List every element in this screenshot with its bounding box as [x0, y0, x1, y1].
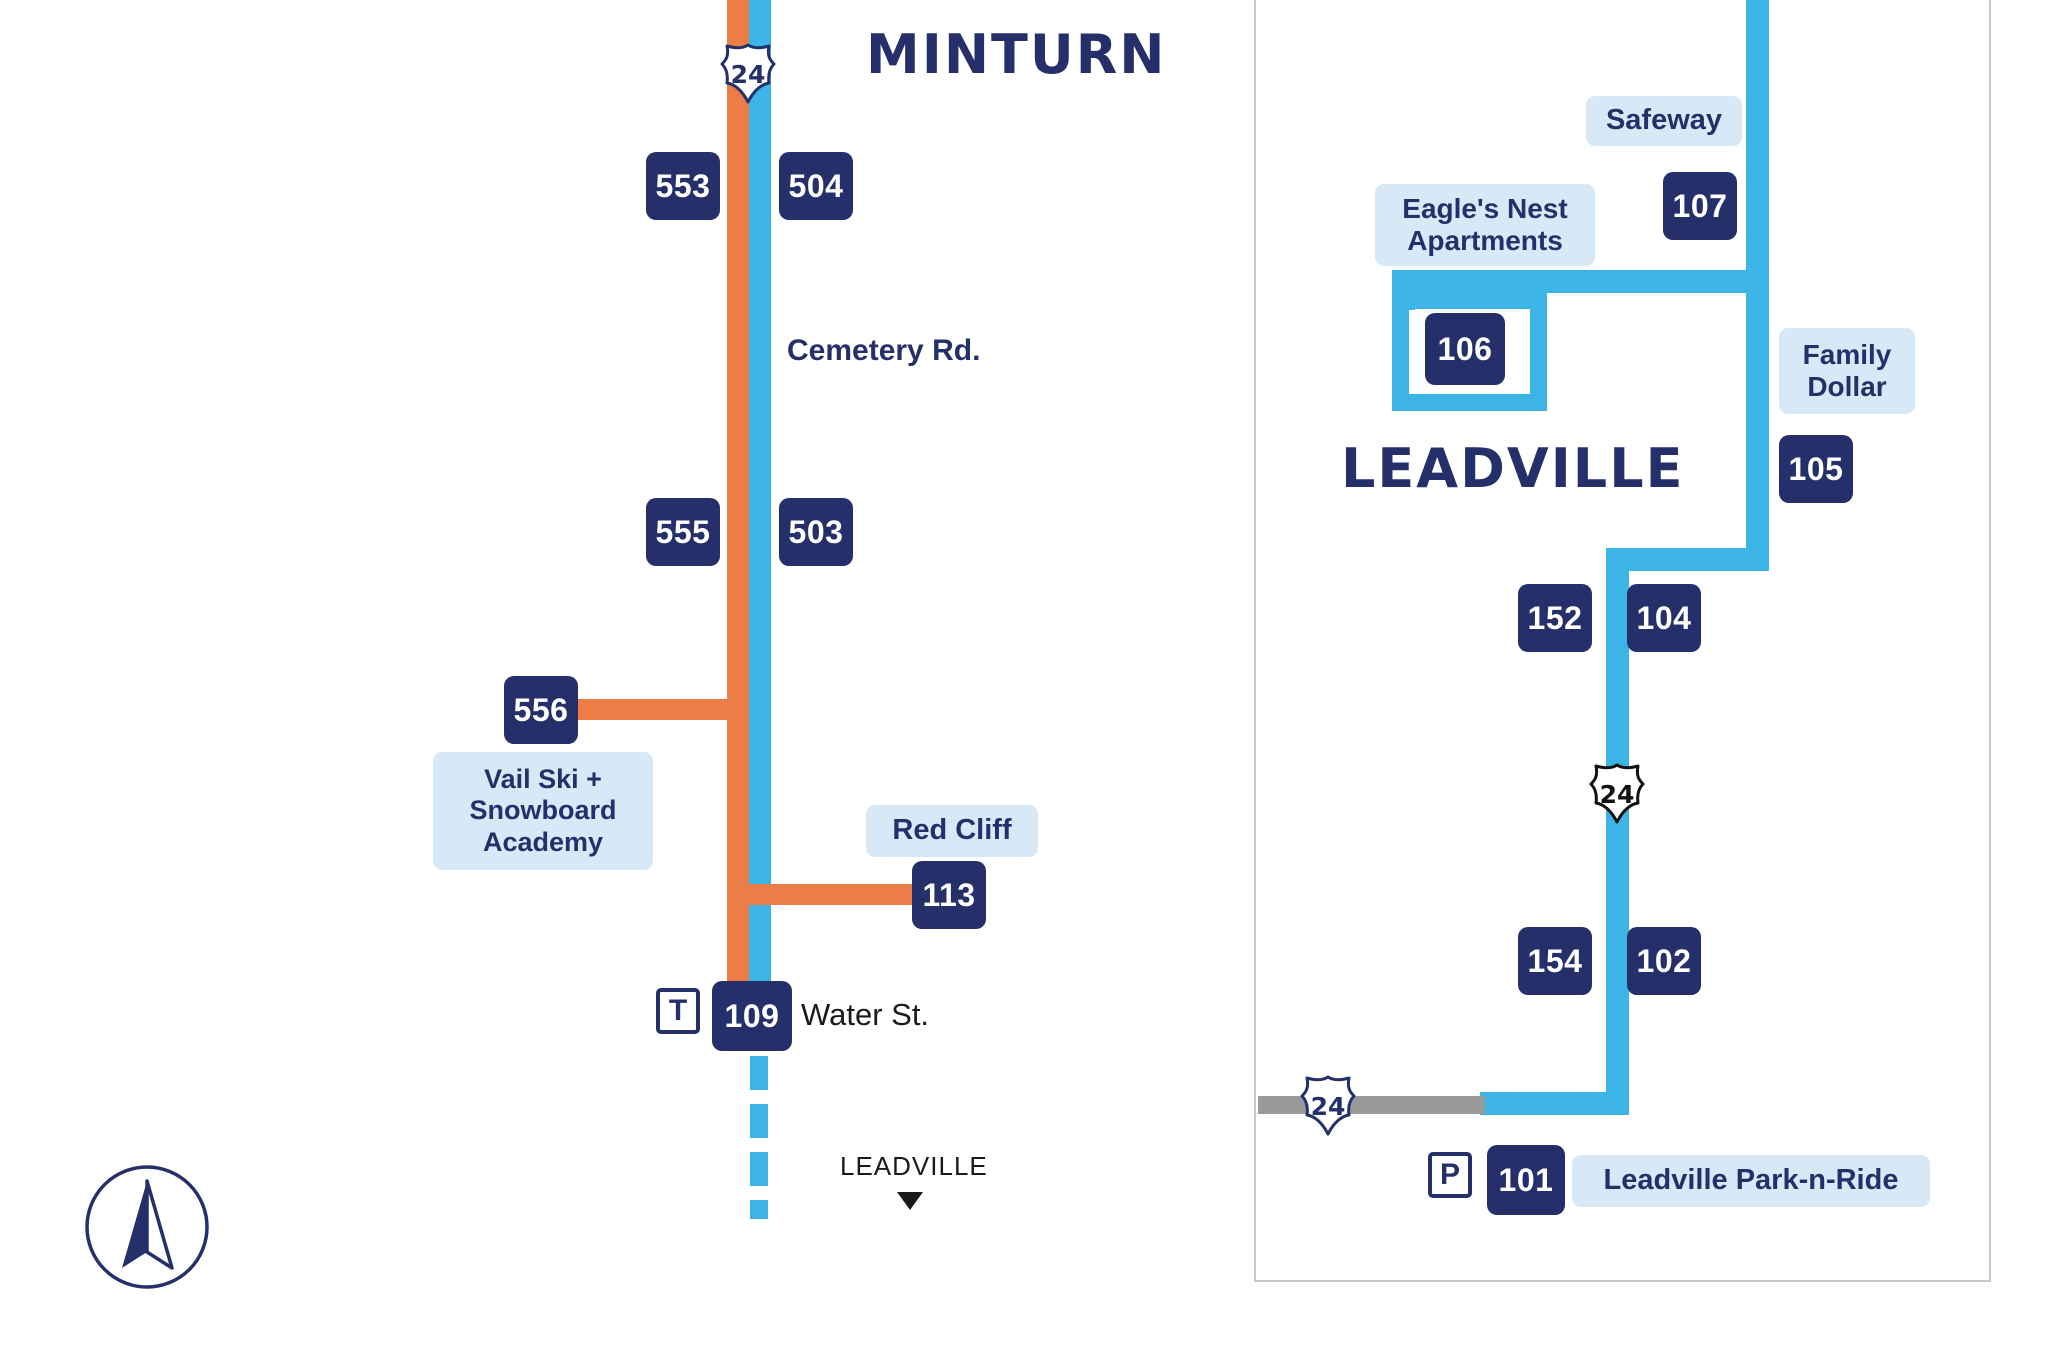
place-label-line: Apartments	[1407, 225, 1563, 256]
compass-north-icon	[84, 1164, 210, 1290]
route-line-blue-leadville-bottom	[1480, 1092, 1629, 1115]
place-label-line: Snowboard	[469, 795, 617, 826]
place-label-red-cliff: Red Cliff	[866, 805, 1038, 857]
page-title-minturn: MINTURN	[866, 23, 1167, 86]
stop-badge-504[interactable]: 504	[779, 152, 853, 220]
route-dash-segment	[750, 1200, 768, 1219]
direction-label-leadville: LEADVILLE	[840, 1151, 988, 1181]
route-branch-orange-556	[540, 699, 740, 720]
stop-badge-104[interactable]: 104	[1627, 584, 1701, 652]
highway-shield-24-leadville-bottom: 24	[1300, 1075, 1356, 1137]
stop-badge-553[interactable]: 553	[646, 152, 720, 220]
road-line-us24-gray	[1258, 1096, 1485, 1114]
route-line-blue-leadville-right	[1746, 270, 1769, 560]
place-label-line: Dollar	[1807, 371, 1887, 402]
street-label-cemetery-rd: Cemetery Rd.	[787, 334, 981, 367]
street-label-water-st: Water St.	[801, 997, 930, 1032]
place-label-leadville-park-n-ride: Leadville Park-n-Ride	[1572, 1155, 1930, 1207]
stop-badge-102[interactable]: 102	[1627, 927, 1701, 995]
route-dash-segment	[750, 1056, 768, 1090]
stop-badge-107[interactable]: 107	[1663, 172, 1737, 240]
stop-badge-556[interactable]: 556	[504, 676, 578, 744]
place-label-vail-ski-snowboard-academy: Vail Ski + Snowboard Academy	[433, 752, 653, 870]
place-label-line: Eagle's Nest	[1402, 192, 1568, 224]
route-line-blue-trunk	[749, 0, 771, 1031]
stop-badge-503[interactable]: 503	[779, 498, 853, 566]
transit-center-icon: T	[656, 988, 700, 1034]
highway-shield-24-minturn: 24	[720, 43, 776, 105]
highway-shield-number: 24	[1311, 1092, 1346, 1121]
stop-badge-113[interactable]: 113	[912, 861, 986, 929]
stop-badge-101[interactable]: 101	[1487, 1145, 1565, 1215]
highway-shield-24-leadville-mid: 24	[1589, 763, 1645, 825]
highway-shield-number: 24	[731, 60, 766, 89]
stop-badge-555[interactable]: 555	[646, 498, 720, 566]
highway-shield-number: 24	[1600, 780, 1635, 809]
stop-badge-154[interactable]: 154	[1518, 927, 1592, 995]
route-line-orange-trunk	[727, 0, 749, 1026]
place-label-line: Family	[1802, 338, 1892, 370]
route-branch-orange-113	[730, 884, 920, 905]
stop-badge-109[interactable]: 109	[712, 981, 792, 1051]
route-line-blue-leadville-top	[1746, 0, 1769, 280]
place-label-line: Academy	[482, 826, 604, 857]
route-loop-106	[1392, 292, 1547, 411]
parking-icon: P	[1428, 1152, 1472, 1198]
place-label-line: Vail Ski +	[484, 764, 602, 795]
stop-badge-152[interactable]: 152	[1518, 584, 1592, 652]
route-line-blue-leadville-jog-1	[1392, 270, 1769, 293]
route-dash-segment	[750, 1104, 768, 1138]
place-label-eagles-nest-apartments: Eagle's Nest Apartments	[1375, 184, 1595, 266]
place-label-safeway: Safeway	[1586, 96, 1742, 146]
stop-badge-105[interactable]: 105	[1779, 435, 1853, 503]
route-dash-segment	[750, 1152, 768, 1186]
place-label-family-dollar: Family Dollar	[1779, 328, 1915, 414]
page-title-leadville: LEADVILLE	[1341, 437, 1685, 500]
route-line-blue-leadville-main	[1606, 548, 1629, 1115]
route-line-blue-leadville-jog-2	[1606, 548, 1769, 571]
direction-arrow-icon	[897, 1192, 923, 1210]
stop-badge-106[interactable]: 106	[1425, 313, 1505, 385]
